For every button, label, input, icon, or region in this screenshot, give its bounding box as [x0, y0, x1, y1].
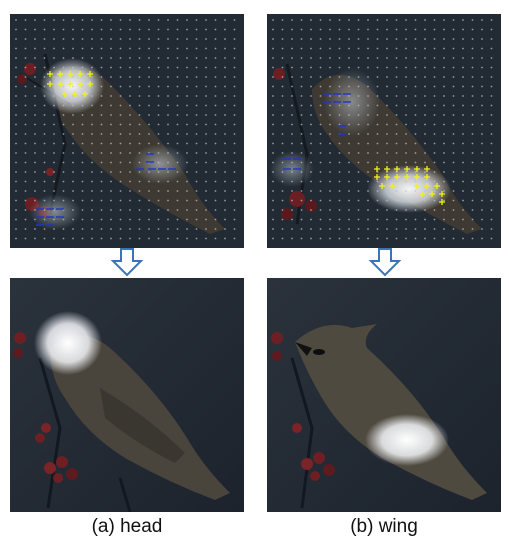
plus-marker — [67, 81, 73, 87]
plus-marker — [414, 183, 420, 189]
plus-marker — [424, 174, 430, 180]
plus-marker — [87, 71, 93, 77]
plus-marker — [414, 166, 420, 172]
plus-marker — [67, 71, 73, 77]
down-arrow-icon — [110, 248, 144, 277]
down-arrow-icon — [368, 248, 402, 277]
plus-marker — [404, 166, 410, 172]
plus-marker — [439, 191, 445, 197]
plus-marker — [429, 191, 435, 197]
plus-marker — [404, 174, 410, 180]
wing-highlight-photo — [267, 278, 501, 512]
plus-marker — [47, 81, 53, 87]
head-highlight-photo — [10, 278, 244, 512]
plus-marker — [57, 71, 63, 77]
plus-marker — [77, 71, 83, 77]
head-attention-grid-image — [10, 14, 244, 248]
caption-head: (a) head — [91, 516, 163, 537]
plus-marker — [439, 199, 445, 205]
plus-marker — [57, 81, 63, 87]
plus-marker — [419, 191, 425, 197]
plus-marker — [394, 166, 400, 172]
part-markers — [36, 71, 176, 226]
plus-marker — [82, 91, 88, 97]
plus-marker — [47, 71, 53, 77]
plus-marker — [384, 174, 390, 180]
plus-marker — [384, 166, 390, 172]
plus-marker — [389, 183, 395, 189]
caption-wing: (b) wing — [350, 516, 418, 537]
grid-dots — [15, 19, 236, 240]
plus-marker — [414, 174, 420, 180]
plus-marker — [87, 81, 93, 87]
plus-marker — [434, 183, 440, 189]
grid-dots — [272, 19, 493, 240]
plus-marker — [374, 174, 380, 180]
part-markers — [283, 93, 445, 205]
plus-marker — [62, 91, 68, 97]
plus-marker — [72, 91, 78, 97]
plus-marker — [424, 183, 430, 189]
plus-marker — [77, 81, 83, 87]
plus-marker — [424, 166, 430, 172]
plus-marker — [394, 174, 400, 180]
wing-attention-grid-image — [267, 14, 501, 248]
plus-marker — [374, 166, 380, 172]
plus-marker — [379, 183, 385, 189]
